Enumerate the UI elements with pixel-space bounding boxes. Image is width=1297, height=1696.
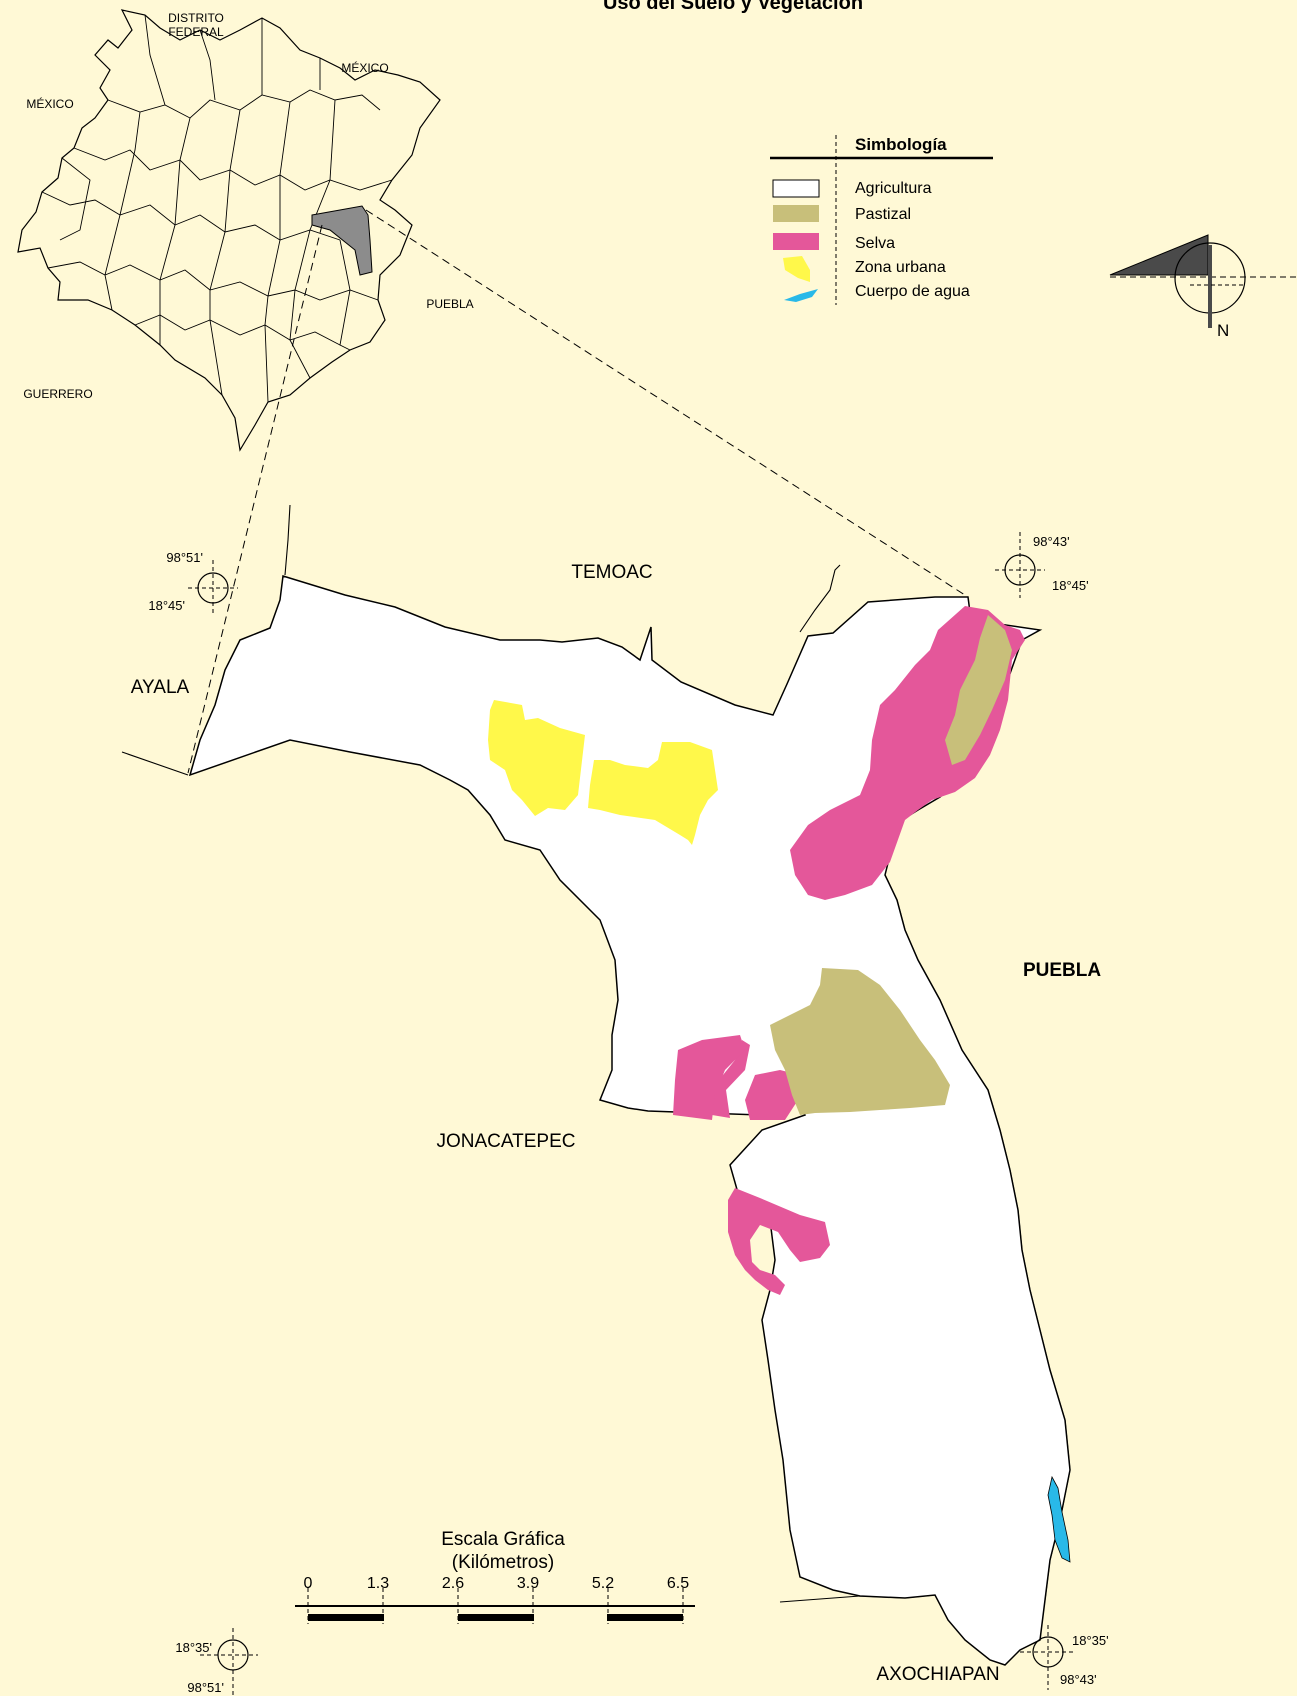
inset-municipal-borders: [41, 14, 393, 403]
zone-selva-south: [728, 1188, 830, 1295]
legend-label-agricultura: Agricultura: [855, 180, 932, 197]
inset-map: DISTRITO FEDERAL MÉXICO MÉXICO PUEBLA GU…: [17, 9, 474, 452]
scale-segment-1: [308, 1614, 384, 1621]
legend-swatch-selva: [773, 233, 819, 250]
scale-bar: Escala Gráfica (Kilómetros) 0 1.3 2.6 3.9 5.…: [295, 1529, 695, 1624]
coord-sw-lat: 18°35': [175, 1640, 212, 1655]
crosshair-ne: [995, 532, 1045, 598]
inset-label-df-2: FEDERAL: [168, 25, 224, 39]
legend-label-pastizal: Pastizal: [855, 206, 911, 223]
coord-sw-lon: 98°51': [187, 1680, 224, 1695]
zoom-line-right: [365, 209, 969, 598]
zone-selva-central-2: [673, 1035, 745, 1120]
inset-label-df-1: DISTRITO: [168, 11, 224, 25]
north-label: N: [1217, 321, 1229, 340]
zone-cuerpo-agua: [1047, 1475, 1071, 1563]
legend-label-cuerpo-agua: Cuerpo de agua: [855, 283, 970, 300]
scale-tick-label: 1.3: [367, 1575, 389, 1592]
inset-state-outline: [17, 9, 441, 452]
legend-label-zona-urbana: Zona urbana: [855, 259, 946, 276]
scale-title: Escala Gráfica: [441, 1529, 565, 1550]
inset-label-guerrero: GUERRERO: [23, 387, 92, 401]
inset-highlight-municipality: [311, 205, 373, 276]
coord-ne-lon: 98°43': [1033, 534, 1070, 549]
border-temoac-east: [799, 564, 841, 633]
inset-label-puebla: PUEBLA: [426, 297, 473, 311]
map-title: Uso del Suelo y Vegetación: [603, 0, 863, 14]
label-ayala: AYALA: [131, 677, 190, 698]
legend-swatch-cuerpo-agua: [784, 289, 818, 302]
zone-pastizal-central: [770, 968, 950, 1115]
coord-nw-lat: 18°45': [148, 598, 185, 613]
coord-nw-lon: 98°51': [166, 550, 203, 565]
coord-se-lon: 98°43': [1060, 1672, 1097, 1687]
zoom-line-left: [187, 224, 323, 774]
zone-urbana-east: [588, 742, 718, 845]
label-jonacatepec: JONACATEPEC: [436, 1131, 575, 1152]
crosshair-nw: [188, 560, 238, 615]
legend-swatch-agricultura: [772, 179, 820, 198]
coord-se-lat: 18°35': [1072, 1633, 1109, 1648]
scale-unit: (Kilómetros): [452, 1552, 554, 1573]
legend-swatch-pastizal: [773, 205, 819, 222]
scale-segment-3: [607, 1614, 683, 1621]
legend-swatch-zona-urbana: [783, 256, 810, 282]
north-arrow: N: [1109, 234, 1297, 340]
scale-tick-label: 2.6: [442, 1575, 464, 1592]
legend-heading: Simbología: [855, 135, 947, 154]
scale-ticks: 0 1.3 2.6 3.9 5.2 6.5: [304, 1575, 689, 1624]
scale-tick-label: 6.5: [667, 1575, 689, 1592]
label-axochiapan: AXOCHIAPAN: [876, 1664, 999, 1685]
border-temoac-west: [284, 504, 291, 576]
crosshair-se: [1020, 1625, 1075, 1690]
crosshair-sw: [200, 1628, 258, 1696]
legend: Simbología Agricultura Pastizal Selva Zo…: [770, 135, 993, 305]
label-puebla: PUEBLA: [1023, 960, 1101, 981]
inset-label-mexico-top: MÉXICO: [341, 60, 388, 75]
zone-pastizal-northeast: [945, 615, 1012, 765]
legend-label-selva: Selva: [855, 235, 895, 252]
inset-label-mexico-left: MÉXICO: [26, 96, 73, 111]
border-ayala-west: [121, 751, 189, 776]
scale-tick-label: 5.2: [592, 1575, 614, 1592]
zone-urbana-west: [488, 700, 585, 816]
scale-tick-label: 0: [304, 1575, 313, 1592]
zone-selva-central: [705, 1040, 750, 1118]
label-temoac: TEMOAC: [571, 562, 652, 583]
scale-tick-label: 3.9: [517, 1575, 539, 1592]
zone-selva-central-3: [745, 1070, 800, 1120]
scale-segment-2: [458, 1614, 534, 1621]
coord-ne-lat: 18°45': [1052, 578, 1089, 593]
